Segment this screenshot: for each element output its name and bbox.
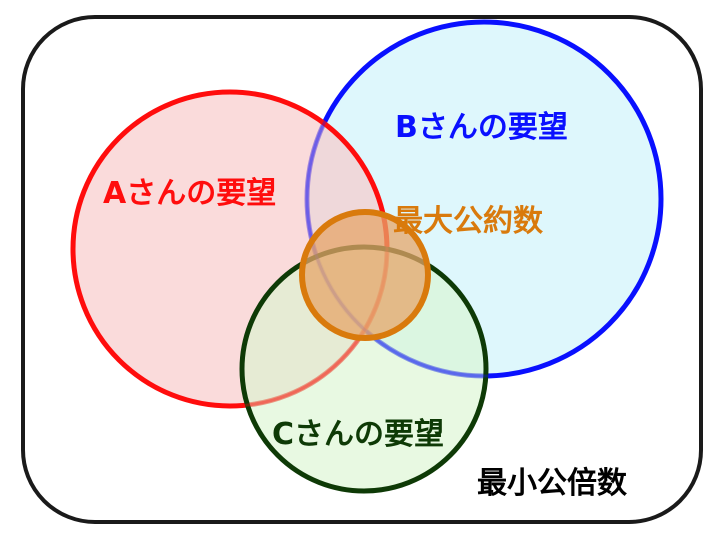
label-gcd: 最大公約数 xyxy=(393,204,544,239)
circle-gcd xyxy=(299,209,431,341)
circle-b-overlap-outline xyxy=(305,20,663,378)
label-c-request: Cさんの要望 xyxy=(272,417,444,452)
label-lcm: 最小公倍数 xyxy=(477,466,628,501)
label-a-request: Aさんの要望 xyxy=(103,176,276,211)
label-b-request: Bさんの要望 xyxy=(395,110,568,145)
